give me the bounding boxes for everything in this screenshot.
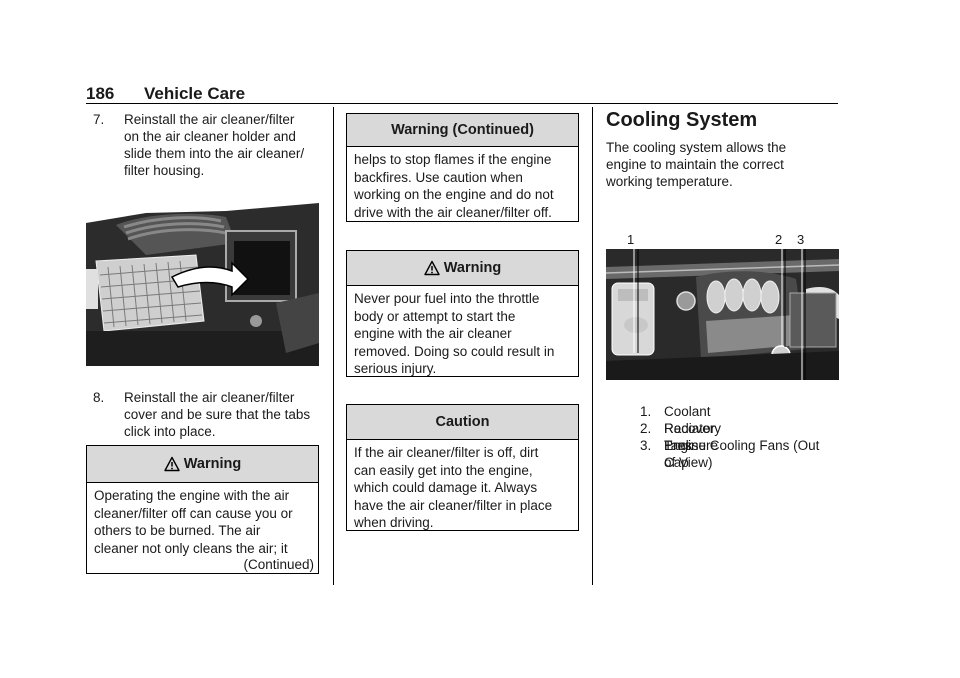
cooling-system-title: Cooling System <box>606 109 758 131</box>
step-7-line: on the air cleaner holder and <box>124 129 296 144</box>
page-number: 186 <box>86 84 115 103</box>
caution-line: which could damage it. Always <box>354 480 538 495</box>
warning-line: Never pour fuel into the throttle <box>354 291 540 306</box>
legend-number: 2. <box>640 421 652 436</box>
step-8-line: click into place. <box>124 424 216 439</box>
caution-line: have the air cleaner/filter in place <box>354 497 553 513</box>
step-7-line: filter housing. <box>124 163 205 178</box>
callout-3: 3 <box>797 232 805 247</box>
step-7-line: slide them into the air cleaner/ <box>124 146 305 161</box>
warning-line: drive with the air cleaner/filter off. <box>354 204 552 220</box>
step-8-line: cover and be sure that the tabs <box>124 407 311 422</box>
cooling-intro: The cooling system allows the engine to … <box>606 139 836 190</box>
warning-line: cleaner not only cleans the air; it <box>94 540 288 556</box>
step-7: 7. Reinstall the air cleaner/filter on t… <box>93 111 328 181</box>
legend-number: 3. <box>640 438 652 453</box>
legend-text: Engine Cooling Fans (Out <box>664 438 820 453</box>
header-rule <box>86 103 838 104</box>
warning-continued-box: Warning (Continued) helps to stop flames… <box>346 113 579 222</box>
caution-title: Caution <box>347 405 578 440</box>
continued-label: (Continued) <box>243 557 314 572</box>
engine-bay-photo <box>606 249 839 380</box>
page-header: 186 Vehicle Care <box>86 84 245 104</box>
warning-line: working on the engine and do not <box>354 187 554 202</box>
section-title: Vehicle Care <box>144 84 246 103</box>
intro-line: engine to maintain the correct <box>606 157 784 172</box>
warning-icon <box>424 260 440 276</box>
step-8: 8. Reinstall the air cleaner/filter cove… <box>93 389 328 441</box>
air-cleaner-photo <box>86 203 319 366</box>
warning-header: Warning <box>87 446 318 483</box>
caution-box: Caution If the air cleaner/filter is off… <box>346 404 579 531</box>
warning-line: body or attempt to start the <box>354 308 516 324</box>
legend-number: 1. <box>640 404 652 419</box>
step-7-line: Reinstall the air cleaner/filter <box>124 112 295 127</box>
warning-continued-header: Warning (Continued) <box>347 114 578 147</box>
warning-line: serious injury. <box>354 361 437 376</box>
warning-header: Warning <box>347 251 578 286</box>
step-8-number: 8. <box>93 390 105 405</box>
caution-line: can easily get into the engine, <box>354 462 533 478</box>
legend-text: Radiator Pressure Cap <box>664 421 719 470</box>
step-8-line: Reinstall the air cleaner/filter <box>124 390 295 405</box>
legend-text: of View) <box>664 455 713 470</box>
warning-line: removed. Doing so could result in <box>354 343 555 359</box>
warning-icon <box>164 456 180 472</box>
step-7-number: 7. <box>93 112 105 127</box>
column-divider-left <box>333 107 334 585</box>
cooling-legend: 1. Coolant Recovery Tank 2. Radiator Pre… <box>640 403 840 473</box>
legend-text: Coolant Recovery Tank <box>664 404 722 453</box>
callout-2: 2 <box>775 232 783 247</box>
warning-line: Operating the engine with the air <box>94 488 290 503</box>
warning-line: backfires. Use caution when <box>354 169 523 185</box>
intro-line: The cooling system allows the <box>606 140 787 155</box>
caution-line: when driving. <box>354 515 434 530</box>
column-divider-right <box>592 107 593 585</box>
callout-1: 1 <box>627 232 635 247</box>
warning-box-2: Warning Never pour fuel into the throttl… <box>346 250 579 377</box>
caution-line: If the air cleaner/filter is off, dirt <box>354 445 539 460</box>
warning-line: cleaner/filter off can cause you or <box>94 505 293 521</box>
warning-line: others to be burned. The air <box>94 523 261 538</box>
intro-line: working temperature. <box>606 174 733 189</box>
warning-title: Warning <box>183 456 242 472</box>
warning-line: engine with the air cleaner <box>354 326 512 341</box>
warning-title: Warning <box>443 260 502 276</box>
warning-box-1: Warning Operating the engine with the ai… <box>86 445 319 574</box>
warning-line: helps to stop flames if the engine <box>354 152 552 167</box>
